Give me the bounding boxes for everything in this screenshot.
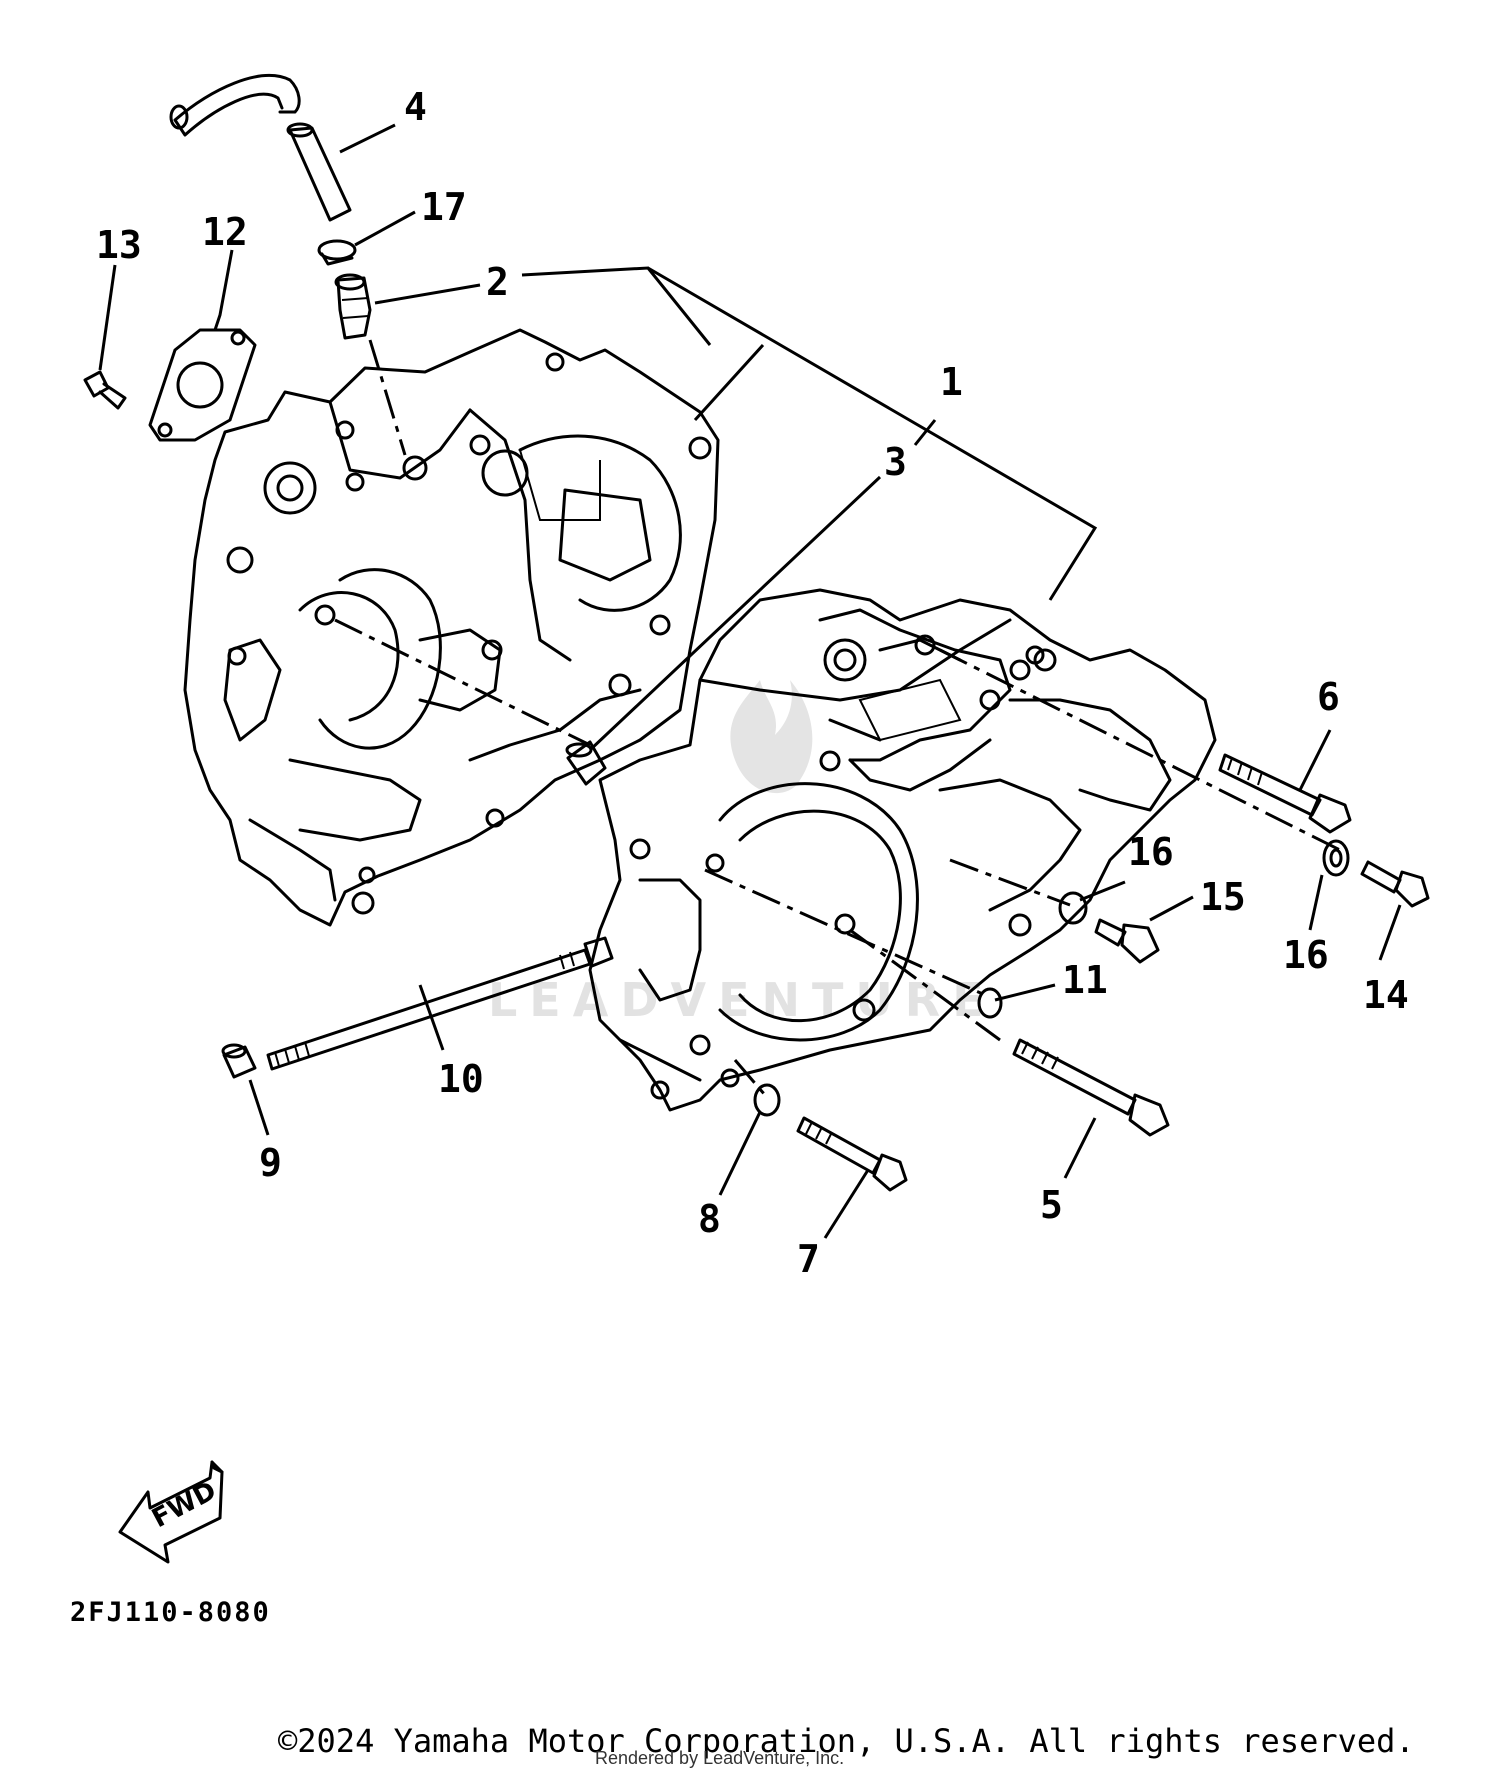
left-crankcase-half bbox=[183, 328, 720, 927]
breather-fitting bbox=[334, 273, 372, 340]
callout-7: 7 bbox=[797, 1237, 820, 1281]
callout-6: 6 bbox=[1317, 675, 1340, 719]
callout-2: 2 bbox=[486, 260, 509, 304]
gasket bbox=[148, 328, 257, 442]
fwd-label: FWD bbox=[147, 1476, 221, 1534]
callout-14: 14 bbox=[1363, 973, 1409, 1017]
callout-17: 17 bbox=[421, 185, 467, 229]
bolt-7 bbox=[796, 1116, 908, 1192]
stud-bolt-10 bbox=[266, 936, 614, 1071]
callout-10: 10 bbox=[438, 1057, 484, 1101]
callout-15: 15 bbox=[1200, 875, 1246, 919]
callout-1: 1 bbox=[940, 360, 963, 404]
dowel-9 bbox=[221, 1043, 257, 1079]
callout-13: 13 bbox=[96, 223, 142, 267]
hose-clamp bbox=[317, 239, 357, 266]
bolt-14 bbox=[1360, 860, 1430, 908]
callout-16-center: 16 bbox=[1128, 830, 1174, 874]
rendered-by-credit: Rendered by LeadVenture, Inc. bbox=[595, 1748, 845, 1768]
callout-labels: 1 2 3 4 5 6 7 8 9 10 11 12 13 14 15 16 1… bbox=[96, 85, 1409, 1281]
callout-5: 5 bbox=[1040, 1183, 1063, 1227]
callout-16-right: 16 bbox=[1283, 933, 1329, 977]
hose bbox=[169, 74, 352, 222]
copyright-notice: ©2024 Yamaha Motor Corporation, U.S.A. A… bbox=[278, 1722, 1415, 1760]
watermark-text: LEADVENTURE bbox=[488, 973, 996, 1027]
diagram-reference-code: 2FJ110-8080 bbox=[70, 1597, 271, 1628]
bolt-5 bbox=[1012, 1038, 1170, 1137]
small-bolt bbox=[83, 370, 127, 410]
long-bolt-6 bbox=[1218, 753, 1352, 834]
watermark: LEADVENTURE bbox=[488, 680, 996, 1027]
alignment-axes bbox=[334, 339, 1341, 1096]
leader-lines bbox=[98, 123, 1402, 1239]
o-ring bbox=[977, 987, 1003, 1019]
washer-16-center bbox=[1058, 891, 1088, 925]
forward-arrow-icon: FWD bbox=[118, 1460, 224, 1564]
washer-8 bbox=[753, 1083, 781, 1117]
callout-11: 11 bbox=[1062, 958, 1108, 1002]
callout-3: 3 bbox=[884, 440, 907, 484]
callout-4: 4 bbox=[404, 85, 427, 129]
bolt-15 bbox=[1094, 918, 1160, 964]
callout-12: 12 bbox=[202, 210, 248, 254]
right-crankcase-half bbox=[588, 588, 1217, 1112]
callout-8: 8 bbox=[698, 1197, 721, 1241]
callout-9: 9 bbox=[259, 1141, 282, 1185]
washer-16-right bbox=[1322, 839, 1350, 877]
dowel-pin bbox=[565, 740, 607, 786]
